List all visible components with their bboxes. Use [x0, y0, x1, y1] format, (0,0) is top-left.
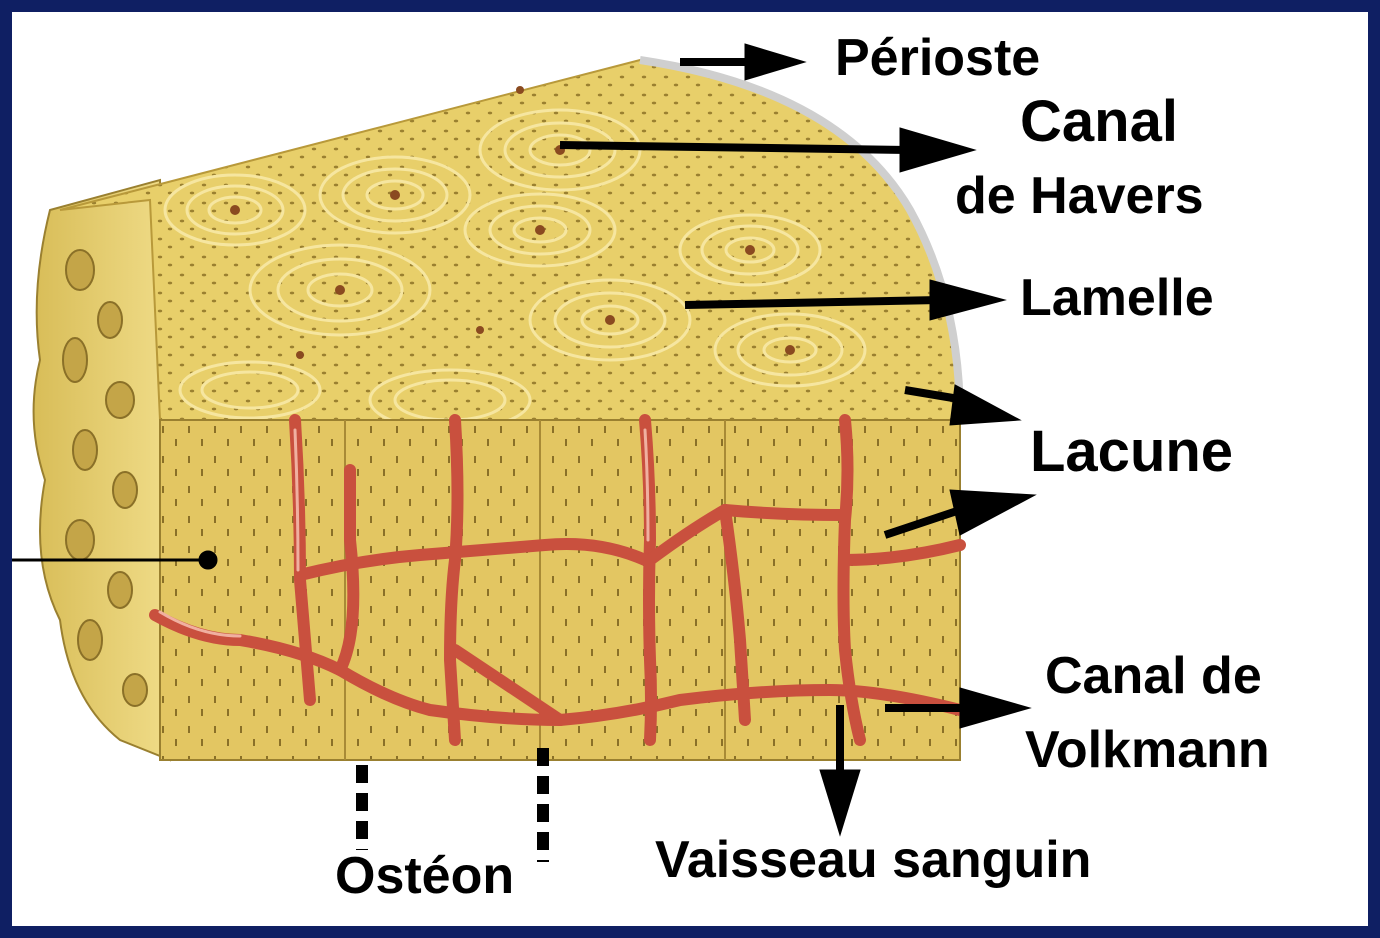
label-blood-vessel: Vaisseau sanguin [655, 832, 1091, 889]
label-volkmann-line2: Volkmann [1025, 722, 1270, 779]
label-haversian-line1: Canal [1020, 90, 1178, 154]
label-haversian-line2: de Havers [955, 168, 1204, 225]
label-osteon: Ostéon [335, 848, 514, 905]
haversian-arrow [560, 145, 910, 150]
label-lacuna: Lacune [1030, 420, 1233, 484]
label-volkmann-line1: Canal de [1045, 648, 1262, 705]
label-periosteum: Périoste [835, 30, 1040, 87]
left-pointer-dot [199, 551, 217, 569]
lamella-arrow [685, 300, 940, 305]
label-lamella: Lamelle [1020, 270, 1214, 327]
spongy-bone-side [34, 180, 170, 760]
